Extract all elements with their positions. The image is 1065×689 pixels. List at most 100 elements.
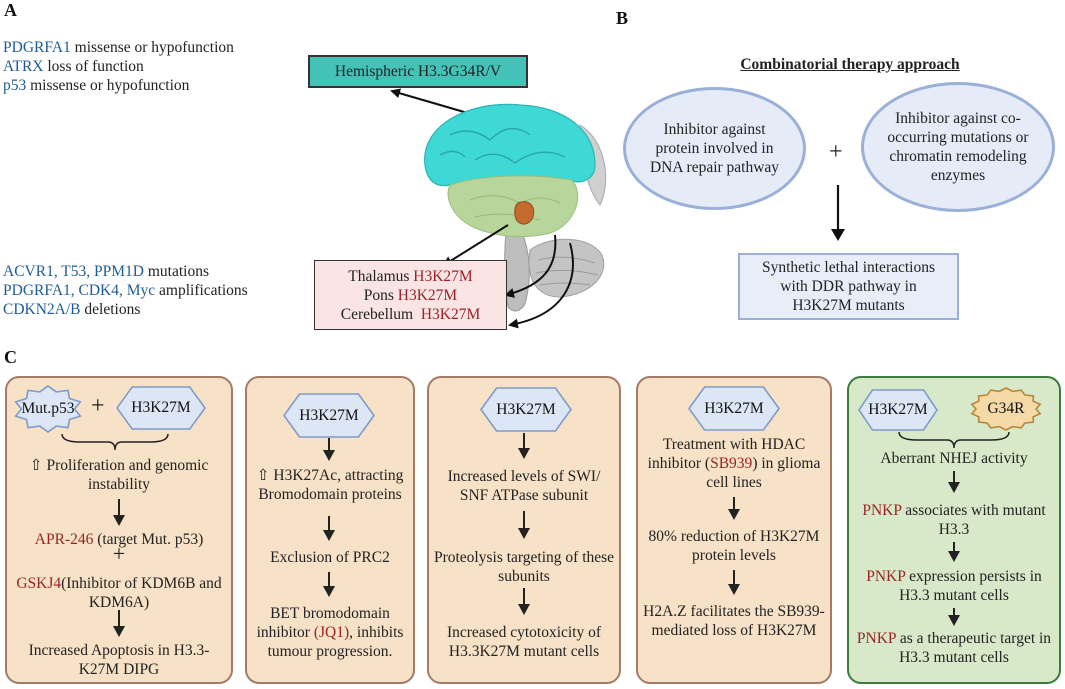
brain-illustration	[390, 88, 607, 329]
hex-label: G34R	[987, 400, 1025, 417]
region-cerebellum: Cerebellum H3K27M	[341, 305, 480, 324]
step-text: expression persists in H3.3 mutant cells	[899, 568, 1042, 604]
shape-background	[858, 389, 938, 431]
alteration-desc: missense or hypofunction	[70, 39, 234, 56]
step-proteolysis: Proteolysis targeting of these subunits	[433, 549, 615, 585]
shape-background	[283, 393, 375, 438]
region-name: Thalamus	[348, 267, 414, 285]
arrow-to-thalamus	[442, 224, 509, 267]
step-swi-snf: Increased levels of SWI/ SNF ATPase subu…	[447, 468, 601, 504]
k27-alteration-2: PDGRFA1, CDK4, Myc amplifications	[3, 281, 248, 300]
g34-alterations-list: PDGRFA1 missense or hypofunction ATRX lo…	[3, 38, 234, 95]
hex-label: H3K27M	[868, 401, 928, 418]
arrow-to-result	[831, 185, 845, 241]
k27-alterations-list: ACVR1, T53, PPM1D mutations PDGRFA1, CDK…	[3, 262, 248, 319]
step-pnkp-expression: PNKP expression persists in H3.3 mutant …	[852, 567, 1056, 605]
gene-name: PDGRFA1, CDK4, Myc	[3, 282, 156, 299]
step-text: as a therapeutic target in H3.3 mutant c…	[895, 630, 1052, 666]
cerebellum-folds	[535, 256, 599, 286]
g34-alteration-1: PDGRFA1 missense or hypofunction	[3, 38, 234, 57]
step-h2az: H2A.Z facilitates the SB939- mediated lo…	[643, 603, 825, 639]
region-pons: Pons H3K27M	[364, 286, 457, 305]
alteration-desc: missense or hypofunction	[26, 77, 190, 94]
step-text: , inhibits tumour progression.	[267, 624, 404, 660]
oval-co-occurring: Inhibitor against co-occurring mutations…	[861, 82, 1055, 212]
hex-h3k27m: H3K27M	[480, 387, 572, 432]
gene-name: ATRX	[3, 58, 44, 75]
thalamus-shape	[514, 201, 535, 225]
region-name: Pons	[363, 286, 398, 304]
step-pnkp-associates: PNKP associates with mutant H3.3	[852, 501, 1056, 539]
k27-alteration-1: ACVR1, T53, PPM1D mutations	[3, 262, 248, 281]
gene-name: PDGRFA1	[3, 39, 71, 56]
region-mutation: H3K27M	[397, 286, 458, 304]
region-mutation: H3K27M	[413, 267, 473, 285]
hemisphere-gyri	[439, 127, 566, 164]
drug-desc: (target Mut. p53)	[93, 531, 204, 548]
gene-name: PNKP	[866, 568, 906, 585]
oval-dna-repair: Inhibitor against protein involved in DN…	[623, 87, 806, 210]
step-pnkp-target: PNKP as a therapeutic target in H3.3 mut…	[852, 629, 1056, 667]
synthetic-lethal-box: Synthetic lethal interactions with DDR p…	[738, 253, 959, 320]
k27-alteration-3: CDKN2A/B deletions	[3, 300, 248, 319]
hex-h3k27m: H3K27M	[283, 393, 375, 438]
cerebellum-shape	[528, 238, 605, 298]
region-mutation: H3K27M	[420, 305, 481, 323]
hex-label: H3K27M	[131, 399, 191, 416]
step-text: BET bromodomain inhibitor	[256, 605, 390, 641]
step-prc2-exclusion: Exclusion of PRC2	[270, 549, 390, 566]
plus-sign: +	[829, 139, 843, 165]
step-proliferation: ⇧ Proliferation and genomic instability	[29, 457, 209, 493]
region-name: Cerebellum	[340, 305, 421, 323]
step-bet-inhibitor: BET bromodomain inhibitor (JQ1), inhibit…	[250, 604, 410, 661]
shape-background	[970, 387, 1042, 431]
alteration-desc: loss of function	[43, 58, 144, 75]
result-apoptosis: Increased Apoptosis in H3.3-K27M DIPG	[28, 642, 210, 678]
brace-icon	[61, 433, 169, 451]
drug-apr246: APR-246 (target Mut. p53)	[8, 530, 230, 549]
plus-sign: +	[91, 393, 105, 419]
hemispheric-label: Hemispheric H3.3G34R/V	[334, 63, 502, 80]
drug-name: APR-246	[34, 531, 94, 548]
shape-background	[116, 386, 206, 430]
g34-alteration-3: p53 missense or hypofunction	[3, 76, 234, 95]
step-nhej: Aberrant NHEJ activity	[880, 450, 1028, 467]
brain-region-box: Thalamus H3K27M Pons H3K27M Cerebellum H…	[314, 260, 507, 330]
shape-background	[14, 385, 82, 433]
alteration-desc: amplifications	[155, 282, 248, 299]
temporal-shape	[447, 175, 579, 238]
hex-h3k27m: H3K27M	[688, 386, 780, 431]
arrow-to-pons	[504, 234, 557, 298]
hex-label: Mut.p53	[21, 400, 75, 417]
step-k27ac: ⇧ H3K27Ac, attracting Bromodomain protei…	[256, 467, 404, 503]
brace-icon	[898, 431, 1010, 449]
drug-gskj4: GSKJ4(Inhibitor of KDM6B and KDM6A)	[14, 574, 224, 612]
drug-name: (JQ1)	[313, 624, 350, 641]
hemisphere-shape	[424, 103, 596, 187]
gene-name: PNKP	[862, 502, 902, 519]
hex-h3k27m: H3K27M	[858, 389, 938, 431]
gene-name: CDKN2A/B	[3, 301, 81, 318]
shape-background	[480, 387, 572, 432]
g34-alteration-2: ATRX loss of function	[3, 57, 234, 76]
panel-label-a: A	[4, 0, 17, 20]
plus-sign: +	[112, 541, 126, 566]
alteration-desc: mutations	[143, 263, 209, 280]
panel-label-c: C	[4, 347, 17, 367]
shape-background	[688, 386, 780, 431]
panel-label-b: B	[616, 8, 629, 28]
step-text: Treatment with HDAC inhibitor (	[647, 436, 806, 472]
synthetic-lethal-text: Synthetic lethal interactions with DDR p…	[761, 259, 936, 314]
gene-name: PNKP	[856, 630, 896, 647]
region-thalamus: Thalamus H3K27M	[348, 267, 472, 286]
drug-name: SB939	[710, 455, 753, 472]
step-text: associates with mutant H3.3	[901, 502, 1046, 538]
hemispheric-label-box: Hemispheric H3.3G34R/V	[308, 55, 528, 88]
arrow-to-cerebellum	[508, 242, 574, 329]
star-g34r: G34R	[970, 387, 1042, 431]
hex-mut-p53: Mut.p53	[13, 385, 83, 433]
brainstem-shape	[504, 224, 530, 312]
drug-name: GSKJ4	[16, 575, 62, 592]
alteration-desc: deletions	[80, 301, 141, 318]
